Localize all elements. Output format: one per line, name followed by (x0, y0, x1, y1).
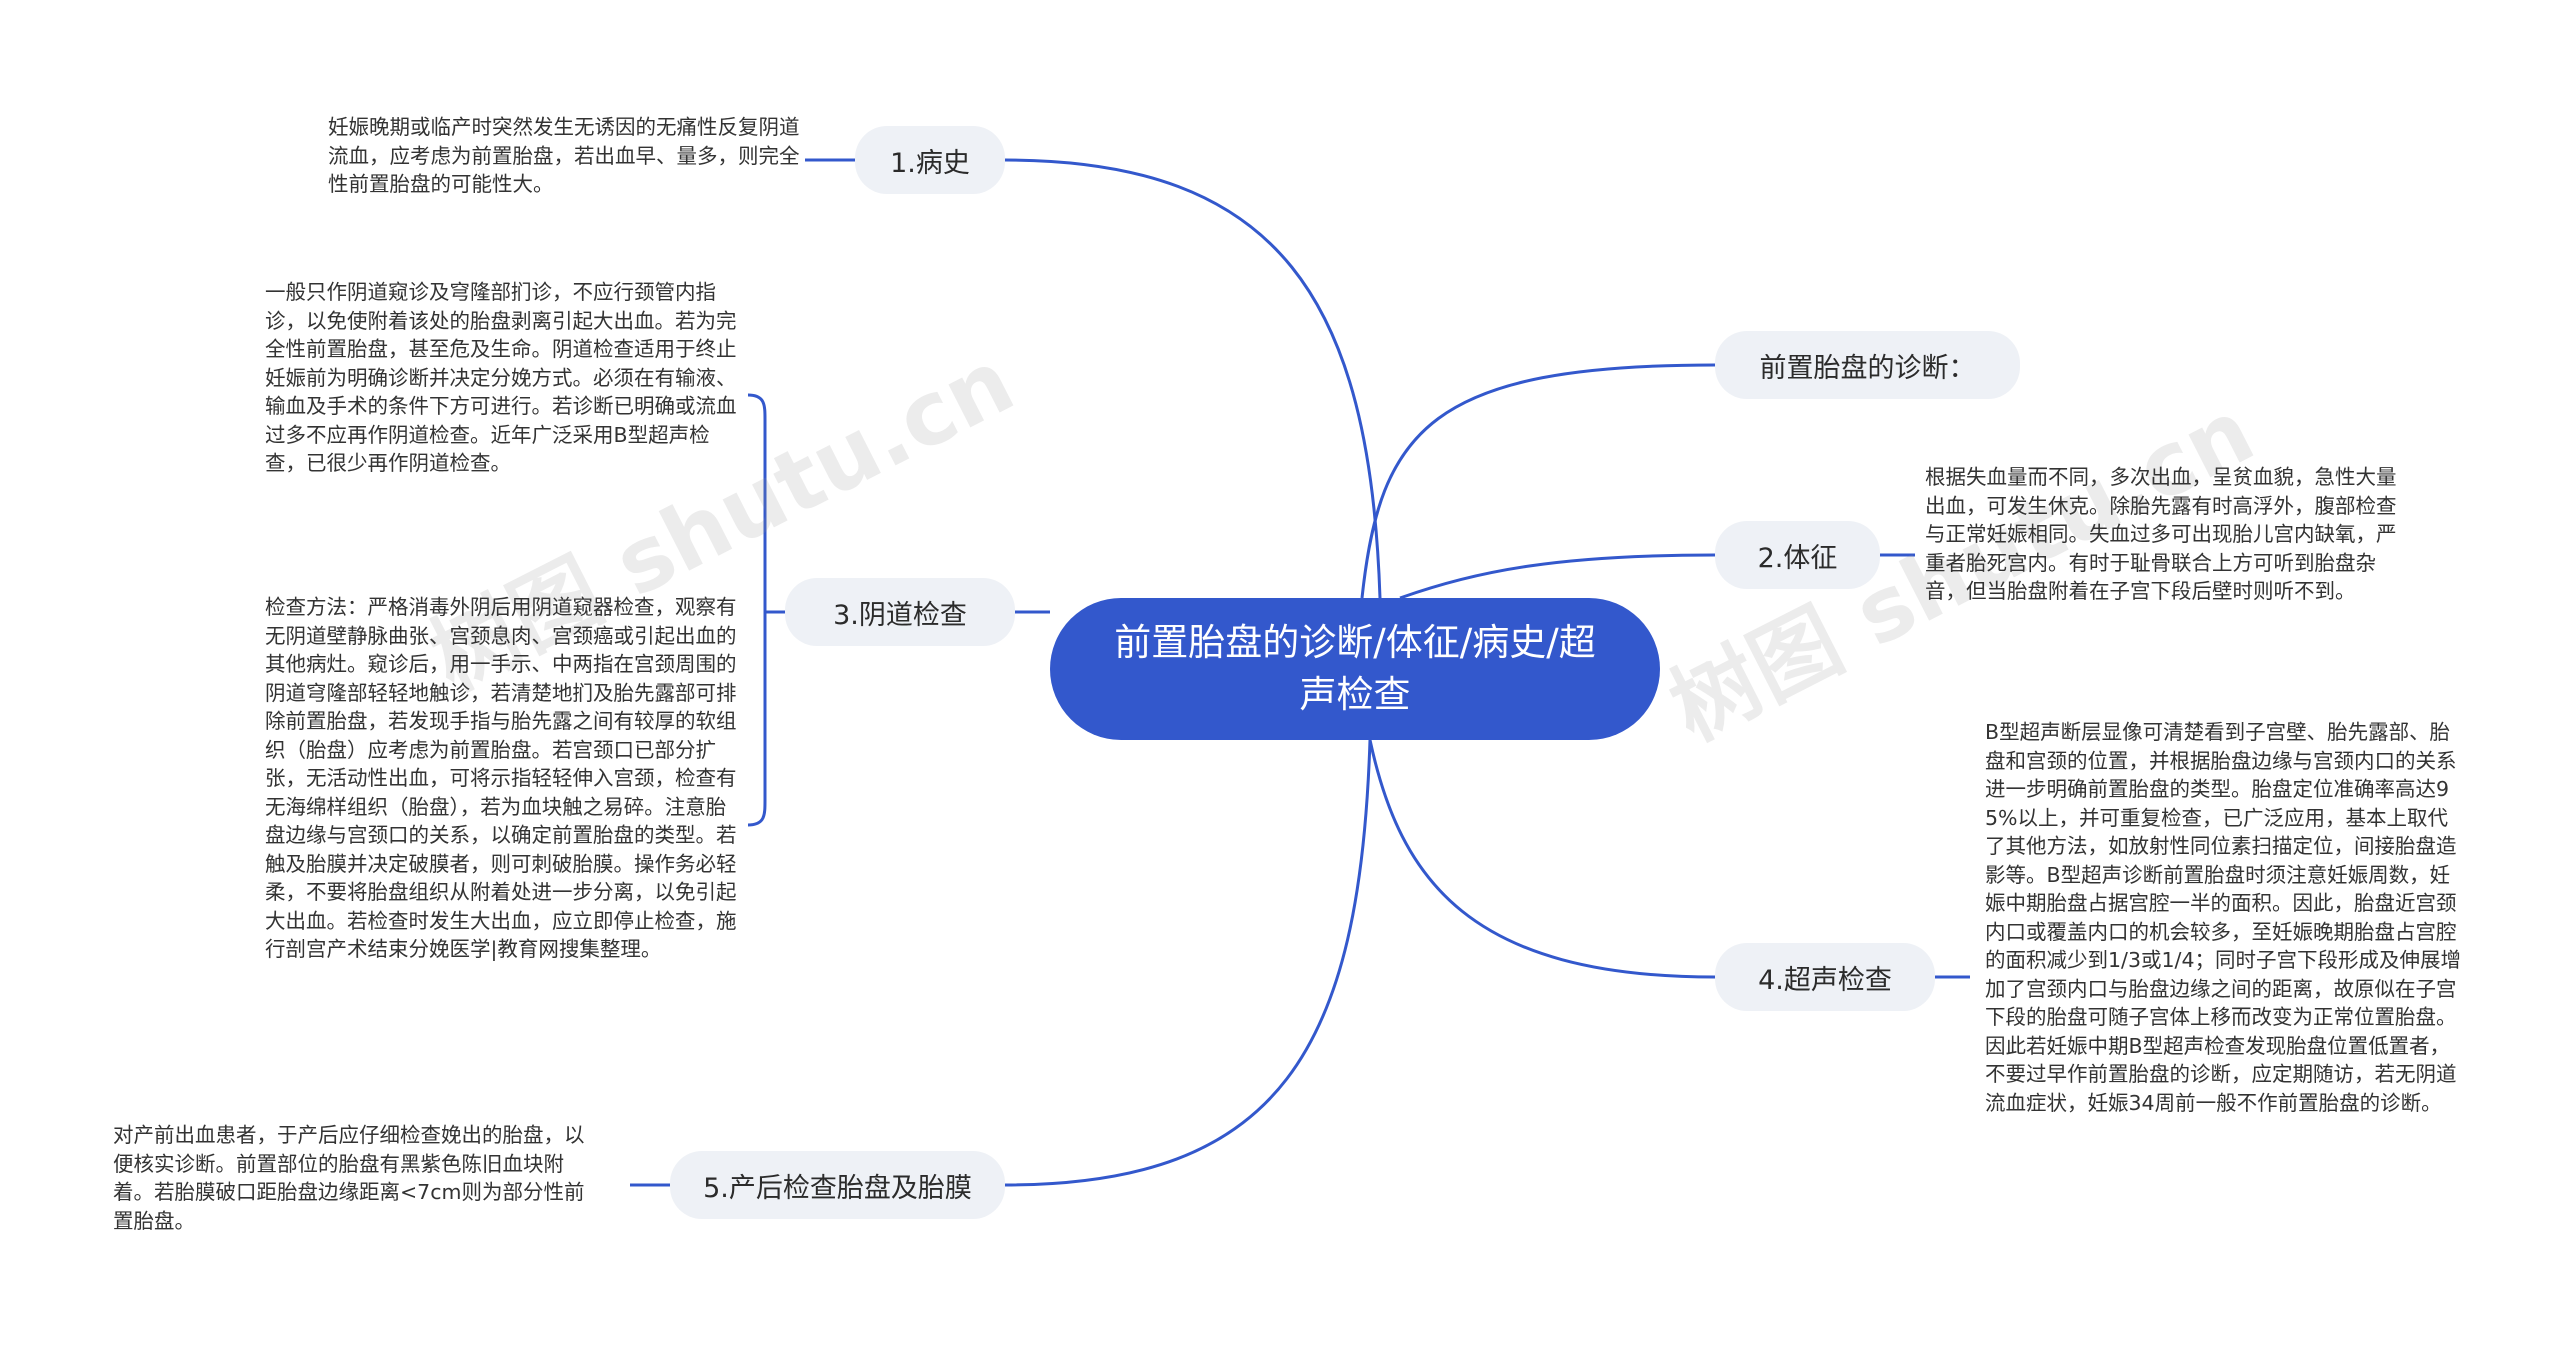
root-title: 前置胎盘的诊断/体征/病史/超声检查 (1114, 621, 1596, 716)
branch-signs[interactable]: 2.体征 (1715, 521, 1880, 589)
branch-diagnosis[interactable]: 前置胎盘的诊断： (1715, 331, 2020, 399)
vaginal-notes-bracket (747, 393, 767, 827)
postpartum-note: 对产前出血患者，于产后应仔细检查娩出的胎盘，以便核实诊断。前置部位的胎盘有黑紫色… (113, 1123, 585, 1233)
history-note: 妊娠晚期或临产时突然发生无诱因的无痛性反复阴道流血，应考虑为前置胎盘，若出血早、… (328, 115, 800, 196)
branch-vaginal-label: 3.阴道检查 (833, 599, 967, 631)
root-topic[interactable]: 前置胎盘的诊断/体征/病史/超声检查 (1050, 598, 1660, 740)
link-ultrasound (1368, 739, 1716, 979)
branch-ultrasound[interactable]: 4.超声检查 (1715, 943, 1935, 1011)
branch-diagnosis-label: 前置胎盘的诊断： (1759, 352, 1976, 384)
link-signs (1399, 553, 1716, 600)
vaginal-note-method: 检查方法：严格消毒外阴后用阴道窥器检查，观察有无阴道壁静脉曲张、宫颈息肉、宫颈癌… (265, 595, 737, 961)
branch-history-label: 1.病史 (890, 147, 970, 179)
branch-postpartum[interactable]: 5.产后检查胎盘及胎膜 (670, 1151, 1005, 1219)
branch-signs-label: 2.体征 (1757, 542, 1838, 574)
vaginal-note-general: 一般只作阴道窥诊及穹隆部扪诊，不应行颈管内指诊，以免使附着该处的胎盘剥离引起大出… (265, 280, 737, 475)
branch-history[interactable]: 1.病史 (855, 126, 1005, 194)
link-history (1004, 158, 1382, 599)
link-diagnosis (1360, 363, 1716, 599)
branch-postpartum-label: 5.产后检查胎盘及胎膜 (703, 1172, 972, 1204)
branch-ultrasound-label: 4.超声检查 (1758, 964, 1892, 996)
signs-note: 根据失血量而不同，多次出血，呈贫血貌，急性大量出血，可发生休克。除胎先露有时高浮… (1925, 465, 2397, 603)
branch-vaginal[interactable]: 3.阴道检查 (785, 578, 1015, 646)
link-postpartum (1004, 739, 1372, 1187)
ultrasound-note: B型超声断层显像可清楚看到子宫壁、胎先露部、胎盘和宫颈的位置，并根据胎盘边缘与宫… (1985, 720, 2461, 1115)
